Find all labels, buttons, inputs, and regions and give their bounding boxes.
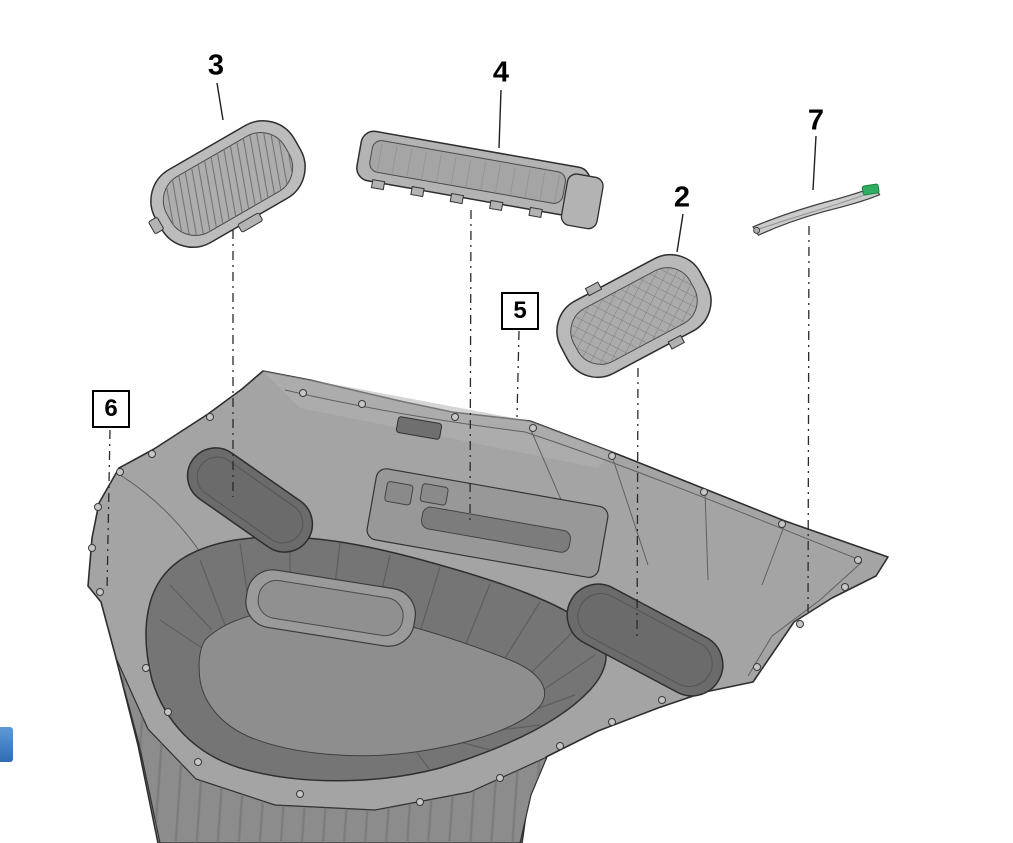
bolt-holes — [88, 389, 862, 806]
part-2-hatch — [570, 267, 698, 365]
part-3-hatch — [163, 132, 293, 236]
part-2-panel[interactable] — [542, 237, 726, 394]
callout-7[interactable]: 7 — [807, 104, 825, 137]
part-4-tabs — [370, 179, 543, 218]
part-3-end-tab — [148, 217, 164, 234]
top-slot — [395, 416, 443, 440]
leader-solid-3 — [216, 82, 224, 121]
callout-4[interactable]: 4 — [492, 56, 510, 89]
part-4-tray[interactable] — [353, 129, 606, 230]
leader-solid-7 — [812, 135, 817, 191]
part-3-panel[interactable] — [131, 108, 322, 271]
callout-3[interactable]: 3 — [207, 49, 225, 82]
callout-5[interactable]: 5 — [501, 292, 539, 330]
part-2-clip — [667, 334, 685, 350]
leader-dash-6 — [106, 429, 111, 592]
leader-dash-2 — [636, 367, 639, 642]
callout-2[interactable]: 2 — [673, 181, 691, 214]
leader-lines — [106, 82, 817, 642]
part-7-bracket[interactable] — [749, 183, 882, 236]
callout-6[interactable]: 6 — [92, 390, 130, 428]
part-7-hook — [753, 226, 761, 234]
leader-dash-4 — [469, 209, 472, 521]
center-recess — [366, 468, 609, 578]
main-floor-pan-part[interactable] — [87, 370, 889, 843]
leader-dash-5 — [516, 330, 520, 418]
part-7-ridge — [759, 191, 874, 230]
leader-solid-2 — [676, 213, 684, 253]
part-4-slats — [376, 143, 560, 203]
tub-front-wall-ribs — [116, 658, 547, 843]
part-3-tab — [237, 212, 263, 233]
blue-edge-marker[interactable] — [0, 727, 13, 762]
tub-wall-ribs — [159, 536, 596, 771]
part-7-green-clip — [861, 183, 880, 196]
part-2-clip — [584, 281, 603, 297]
deck-creases — [119, 389, 863, 677]
leader-solid-4 — [498, 89, 502, 149]
left-oval-cutout — [186, 447, 314, 553]
part-4-end-cap — [560, 173, 604, 230]
tub-floor-boss — [245, 569, 416, 647]
leader-dash-7 — [807, 225, 810, 613]
right-oval-cutout — [566, 583, 724, 697]
